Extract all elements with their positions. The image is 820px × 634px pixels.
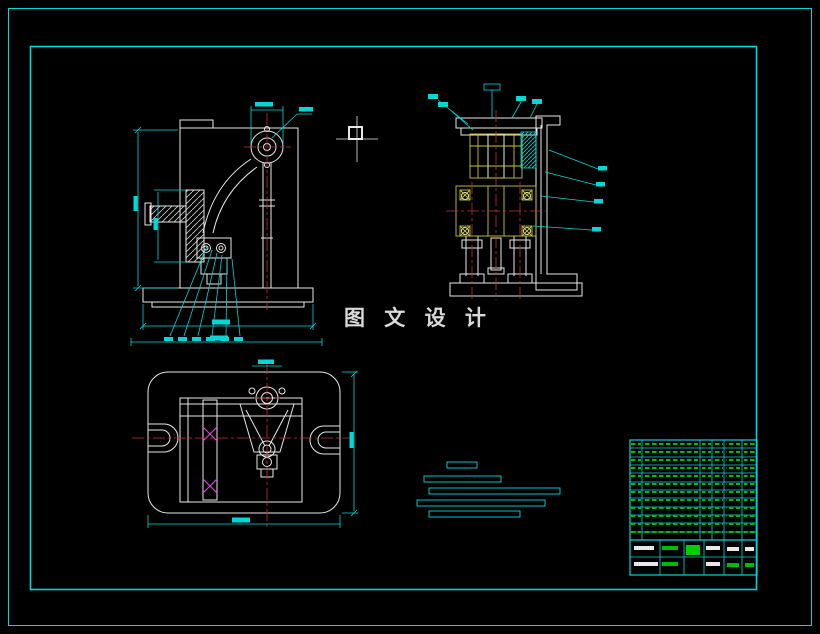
title-text-mark (745, 547, 754, 551)
dim-text-mark (153, 218, 158, 230)
dim-text-mark (212, 319, 230, 325)
clamp-x-mark (202, 426, 218, 442)
scale-bar (446, 461, 478, 469)
scale-bar (428, 510, 521, 518)
front-view-dimensions (130, 102, 323, 346)
clamp-bar (202, 399, 218, 501)
plan-view-centerlines (132, 362, 352, 528)
profile-arc-outer (202, 158, 252, 234)
title-columns (659, 540, 743, 575)
scale-bar (423, 475, 502, 483)
right-dim (342, 371, 358, 514)
title-text-mark (745, 563, 754, 567)
section-symbol (336, 116, 378, 162)
drawing-frame (8, 8, 812, 626)
body-top-step (179, 119, 214, 128)
dim-text-mark (232, 517, 250, 523)
inner-body (179, 397, 303, 503)
inner-border (29, 45, 758, 591)
bolt-circle-top (264, 126, 270, 132)
parts-list-col-text (714, 441, 723, 539)
right-slot (309, 425, 340, 455)
title-block-text-marks (631, 441, 755, 567)
bolt-hole (523, 192, 531, 200)
plan-view (147, 371, 341, 514)
left-dim (133, 129, 178, 289)
profile-arc-inner (212, 166, 258, 234)
side-view-cyan-details (428, 83, 607, 232)
dim-text-mark (299, 107, 313, 112)
side-view-centerlines (446, 110, 546, 300)
watermark-text: 图 文 设 计 (344, 306, 492, 330)
front-view (142, 119, 314, 308)
bolt-hole (523, 227, 531, 235)
dim-text-mark (258, 359, 274, 364)
title-text-mark (662, 562, 678, 566)
upper-right-leaders (511, 101, 538, 119)
v-guide-lines (245, 409, 289, 447)
front-view-centerlines (244, 113, 291, 310)
locator-trapezoid (239, 403, 295, 453)
bracket-hole-right (216, 243, 226, 253)
shaft-lines (262, 163, 272, 288)
title-block-border (629, 439, 758, 576)
clamp-x-mark (202, 478, 218, 494)
top-callout-box (483, 83, 501, 91)
title-text-mark (634, 562, 658, 566)
bolt-section (459, 225, 471, 237)
plan-outline (147, 371, 341, 514)
side-base-plate (449, 282, 583, 297)
left-dim-ticks (134, 126, 142, 292)
bolt-section (521, 225, 533, 237)
bolt-hole (461, 227, 469, 235)
part-balloon-leaders (169, 245, 241, 337)
bracket-foot (206, 273, 222, 285)
plan-view-dimensions (147, 359, 358, 528)
bracket-hole-left (201, 243, 211, 253)
parts-list-col-text (644, 441, 698, 539)
base-plate (142, 287, 314, 303)
parts-list-col-text (702, 441, 711, 539)
parts-list-col-text (631, 441, 641, 539)
title-text-mark (727, 563, 739, 567)
title-text-mark (727, 547, 739, 551)
title-text-mark (634, 546, 654, 550)
scale-bars (416, 461, 561, 518)
bottom-dim (147, 515, 341, 528)
scale-bar (416, 499, 546, 507)
sub-plate (460, 127, 538, 136)
scale-bar (428, 487, 561, 495)
bottom-dim-1 (142, 304, 314, 330)
bearing-leader (271, 113, 312, 139)
title-text-mark (706, 546, 720, 550)
top-dim (250, 106, 284, 144)
leg-lines (465, 236, 527, 276)
bolt-section (521, 189, 533, 201)
dim-text-mark (210, 335, 228, 341)
support-column (535, 115, 578, 291)
bearing-hatch (520, 131, 537, 169)
bolt-hole (461, 192, 469, 200)
arm-end-cap (144, 202, 152, 226)
parts-list-col-text (744, 441, 755, 539)
bolt-section (459, 189, 471, 201)
right-leaders (532, 149, 599, 231)
dim-text-mark (349, 432, 354, 448)
arm-hatch-section (149, 205, 187, 223)
parts-list-col-text (726, 441, 740, 539)
plan-view-magenta-marks (202, 426, 218, 494)
left-inner-dim (154, 189, 186, 263)
approval-stamp (686, 545, 700, 555)
base-subplate (151, 301, 305, 308)
bottom-dim-2 (130, 338, 323, 346)
dim-text-mark (255, 102, 273, 107)
symbol-square (348, 126, 363, 140)
outer-border (8, 8, 812, 626)
title-text-mark (662, 546, 678, 550)
dim-text-mark (133, 196, 138, 211)
clamp-hatch-section (185, 189, 205, 263)
title-text-mark (706, 562, 720, 566)
